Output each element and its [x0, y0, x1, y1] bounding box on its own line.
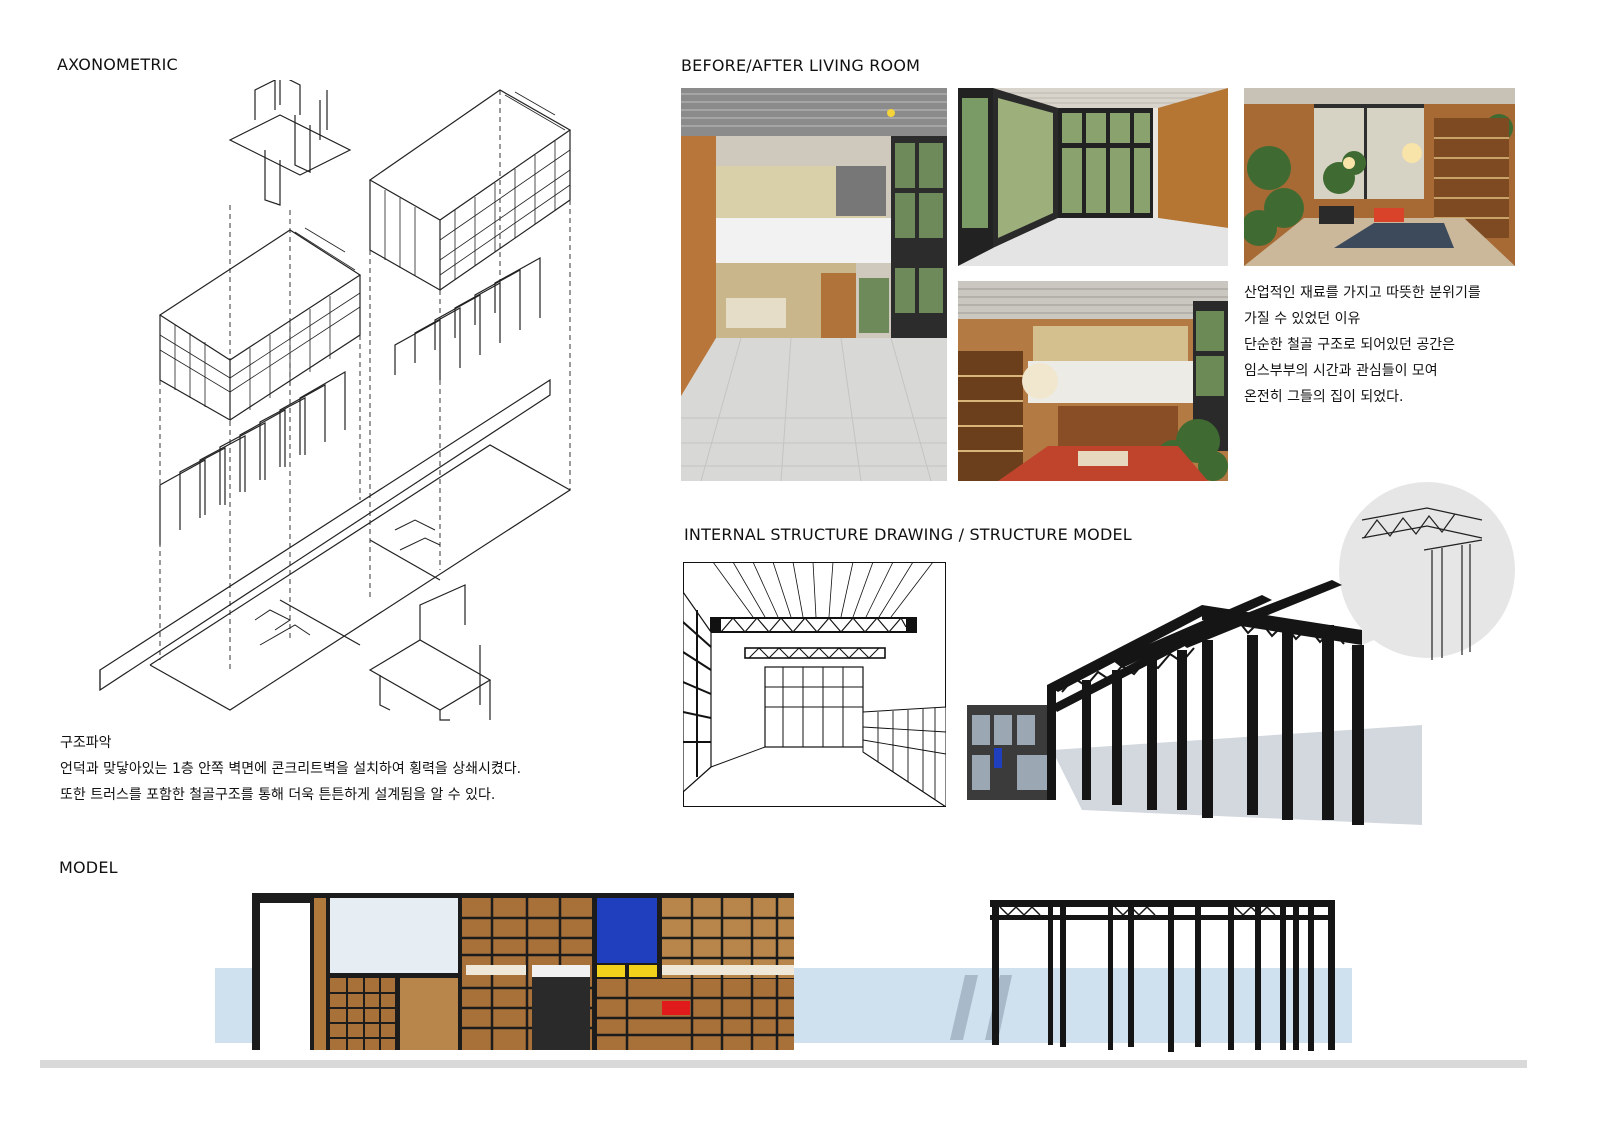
axo-projection-lines: [159, 90, 571, 670]
axonometric-heading: AXONOMETRIC: [57, 55, 178, 74]
axo-top-module: [228, 80, 352, 206]
model-heading: MODEL: [59, 858, 118, 877]
living-room-note-line-3: 단순한 철골 구조로 되어있던 공간은: [1244, 337, 1455, 353]
facade-model: [252, 893, 794, 1050]
structure-note-line-2: 또한 트러스를 포함한 철골구조를 통해 더욱 튼튼하게 설계됨을 알 수 있다…: [60, 787, 496, 803]
structure-model-photo: [962, 480, 1522, 830]
living-room-note: 산업적인 재료를 가지고 따뜻한 분위기를 가질 수 있었던 이유 단순한 철골…: [1244, 280, 1544, 410]
ground-line: [40, 1060, 1527, 1068]
axo-upper-right-box: [368, 89, 572, 292]
structure-model-frame: [1047, 580, 1364, 825]
axo-bottom-module: [368, 584, 492, 721]
structure-note-line-1: 언덕과 맞닿아있는 1층 안쪽 벽면에 콘크리트벽을 설치하여 횡력을 상쇄시켰…: [60, 761, 522, 777]
axonometric-drawing: [95, 80, 585, 730]
living-room-note-line-2: 가질 수 있었던 이유: [1244, 311, 1361, 327]
before-after-heading: BEFORE/AFTER LIVING ROOM: [681, 56, 921, 75]
living-room-note-line-4: 임스부부의 시간과 관심들이 모여: [1244, 363, 1438, 379]
living-room-note-line-5: 온전히 그들의 집이 되었다.: [1244, 389, 1404, 405]
axo-left-box: [158, 227, 362, 422]
axo-floor-slab: [149, 444, 572, 711]
living-room-note-line-1: 산업적인 재료를 가지고 따뜻한 분위기를: [1244, 285, 1481, 301]
structure-note: 구조파악 언덕과 맞닿아있는 1층 안쪽 벽면에 콘크리트벽을 설치하여 횡력을…: [60, 730, 620, 808]
structure-note-title: 구조파악: [60, 735, 112, 751]
internal-structure-drawing: [683, 562, 946, 807]
frame-model: [950, 895, 1340, 1052]
photo-living-room-library: [958, 281, 1228, 481]
photo-living-room-after: [1244, 88, 1515, 266]
internal-structure-heading: INTERNAL STRUCTURE DRAWING / STRUCTURE M…: [684, 525, 1132, 544]
axo-frames-right: [394, 256, 541, 380]
axo-retaining-wall: [99, 378, 551, 692]
photo-living-room-glass-wall: [958, 88, 1228, 266]
photo-living-room-before: [681, 88, 947, 481]
axo-frames-left: [159, 370, 346, 545]
